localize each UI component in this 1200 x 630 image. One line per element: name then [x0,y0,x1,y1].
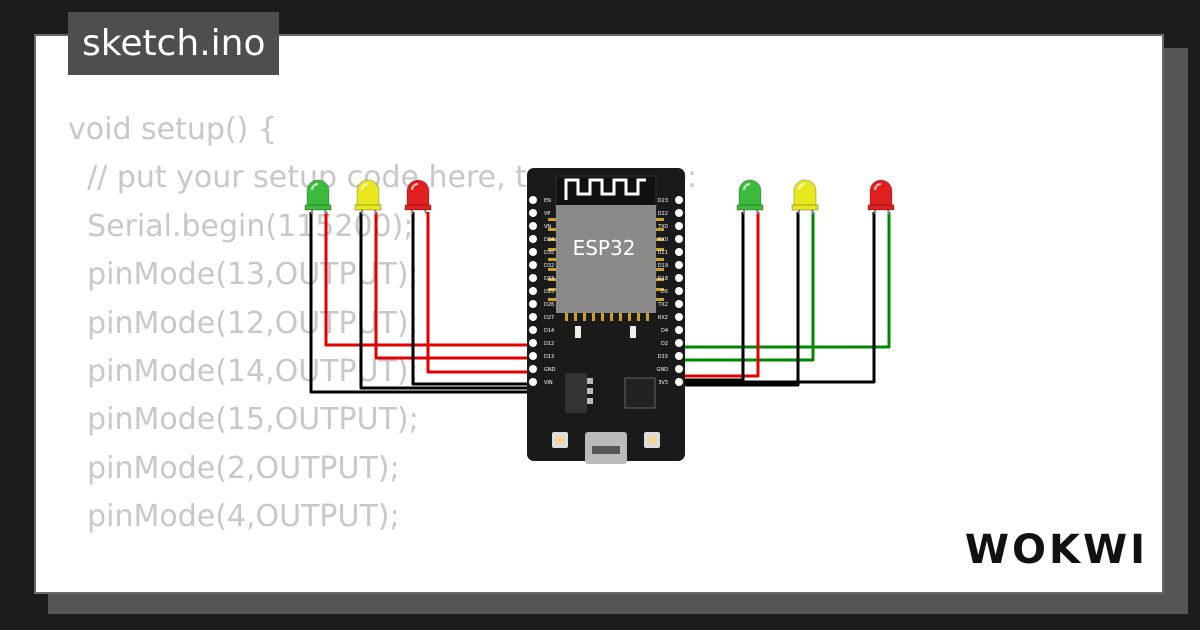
left-pin-label: VIN [544,380,553,386]
led-left-yellow[interactable] [354,179,382,215]
file-tab[interactable]: sketch.ino [68,12,280,75]
left-pin-hole[interactable] [529,274,537,282]
wire-right-yellow-signal[interactable] [678,212,815,362]
left-pin-hole[interactable] [529,378,537,386]
left-pin-hole[interactable] [529,365,537,373]
left-pin-hole[interactable] [529,287,537,295]
wire-right-yellow-gnd[interactable] [678,212,800,387]
right-pin-hole[interactable] [675,222,683,230]
code-line: pinMode(13,OUTPUT); [68,257,419,293]
left-pin-label: D27 [544,315,554,321]
right-pin-label: D23 [658,198,668,204]
right-pin-hole[interactable] [675,313,683,321]
led-right-green[interactable] [736,179,764,215]
right-pin-label: GND [657,367,669,373]
code-line: Serial.begin(115200); [68,208,414,244]
led-right-yellow[interactable] [791,179,819,215]
right-pin-hole[interactable] [675,196,683,204]
left-pin-hole[interactable] [529,313,537,321]
code-view[interactable]: void setup() { // put your setup code he… [68,106,698,592]
code-line: void setup() { [68,112,277,147]
left-pin-label: D34 [544,237,554,243]
left-pin-hole[interactable] [529,235,537,243]
wire-right-green-gnd[interactable] [678,212,745,382]
wire-left-green-signal[interactable] [324,212,534,347]
left-pin-hole[interactable] [529,196,537,204]
code-line: pinMode(12,OUTPUT); [68,305,419,341]
right-pin-hole[interactable] [675,378,683,386]
right-pin-label: D19 [658,263,668,269]
right-pin-label: D2 [661,341,668,347]
led-left-green[interactable] [304,179,332,215]
code-line: pinMode(14,OUTPUT); [68,353,419,389]
wire-left-yellow-signal[interactable] [374,212,534,360]
wire-left-red-gnd[interactable] [411,212,534,386]
right-pin-label: D15 [658,354,668,360]
led-left-red[interactable] [404,179,432,215]
left-pin-label: EN [544,198,551,204]
left-pin-hole[interactable] [529,261,537,269]
right-pin-hole[interactable] [675,287,683,295]
left-pin-label: D26 [544,302,554,308]
wire-right-red-gnd[interactable] [678,212,876,384]
right-pin-label: 3V3 [658,380,668,386]
right-pin-label: RX0 [658,237,668,243]
left-pin-label: D33 [544,276,554,282]
left-pin-hole[interactable] [529,352,537,360]
left-pin-hole[interactable] [529,248,537,256]
right-pin-hole[interactable] [675,300,683,308]
wire-left-yellow-gnd[interactable] [359,212,534,390]
right-pin-label: D18 [658,276,668,282]
right-pin-label: TX2 [657,302,668,308]
right-pin-label: D5 [661,289,668,295]
left-pin-hole[interactable] [529,339,537,347]
right-pin-hole[interactable] [675,248,683,256]
right-pin-hole[interactable] [675,365,683,373]
left-pin-label: D25 [544,289,554,295]
esp32-board[interactable]: ESP32 ENVPVND34D35D32D33D25D26D27D14D12D… [527,168,685,464]
led-right-red[interactable] [867,179,895,215]
right-pin-label: TX0 [657,224,668,230]
code-line: pinMode(2,OUTPUT); [68,450,400,486]
right-pin-hole[interactable] [675,339,683,347]
right-pin-hole[interactable] [675,274,683,282]
left-pin-label: D14 [544,328,554,334]
right-pin-label: D21 [658,250,668,256]
left-pin-hole[interactable] [529,300,537,308]
left-pin-label: D35 [544,250,554,256]
chip-label: ESP32 [573,236,636,260]
code-line: // put your setup code here, to run once… [68,160,698,196]
right-pin-hole[interactable] [675,352,683,360]
right-pin-label: D22 [658,211,668,217]
left-pin-label: GND [544,367,556,373]
right-pin-hole[interactable] [675,326,683,334]
right-pin-hole[interactable] [675,235,683,243]
wire-right-green-signal[interactable] [678,212,760,378]
left-pin-label: D32 [544,263,554,269]
wire-left-green-gnd[interactable] [309,212,534,394]
wire-right-red-signal[interactable] [678,212,891,349]
right-pin-label: RX2 [658,315,668,321]
left-pin-label: D12 [544,341,554,347]
right-pin-label: D4 [661,328,668,334]
left-pin-label: VN [544,224,551,230]
code-line: pinMode(4,OUTPUT); [68,499,400,535]
code-line: pinMode(15,OUTPUT); [68,402,419,438]
wire-left-red-signal[interactable] [426,212,534,374]
left-pin-hole[interactable] [529,326,537,334]
right-pin-hole[interactable] [675,209,683,217]
right-pin-hole[interactable] [675,261,683,269]
wokwi-logo: WOKWI [964,527,1148,573]
left-pin-label: VP [544,211,550,217]
left-pin-label: D13 [544,354,554,360]
file-tab-label: sketch.ino [82,23,266,64]
left-pin-hole[interactable] [529,222,537,230]
left-pin-hole[interactable] [529,209,537,217]
